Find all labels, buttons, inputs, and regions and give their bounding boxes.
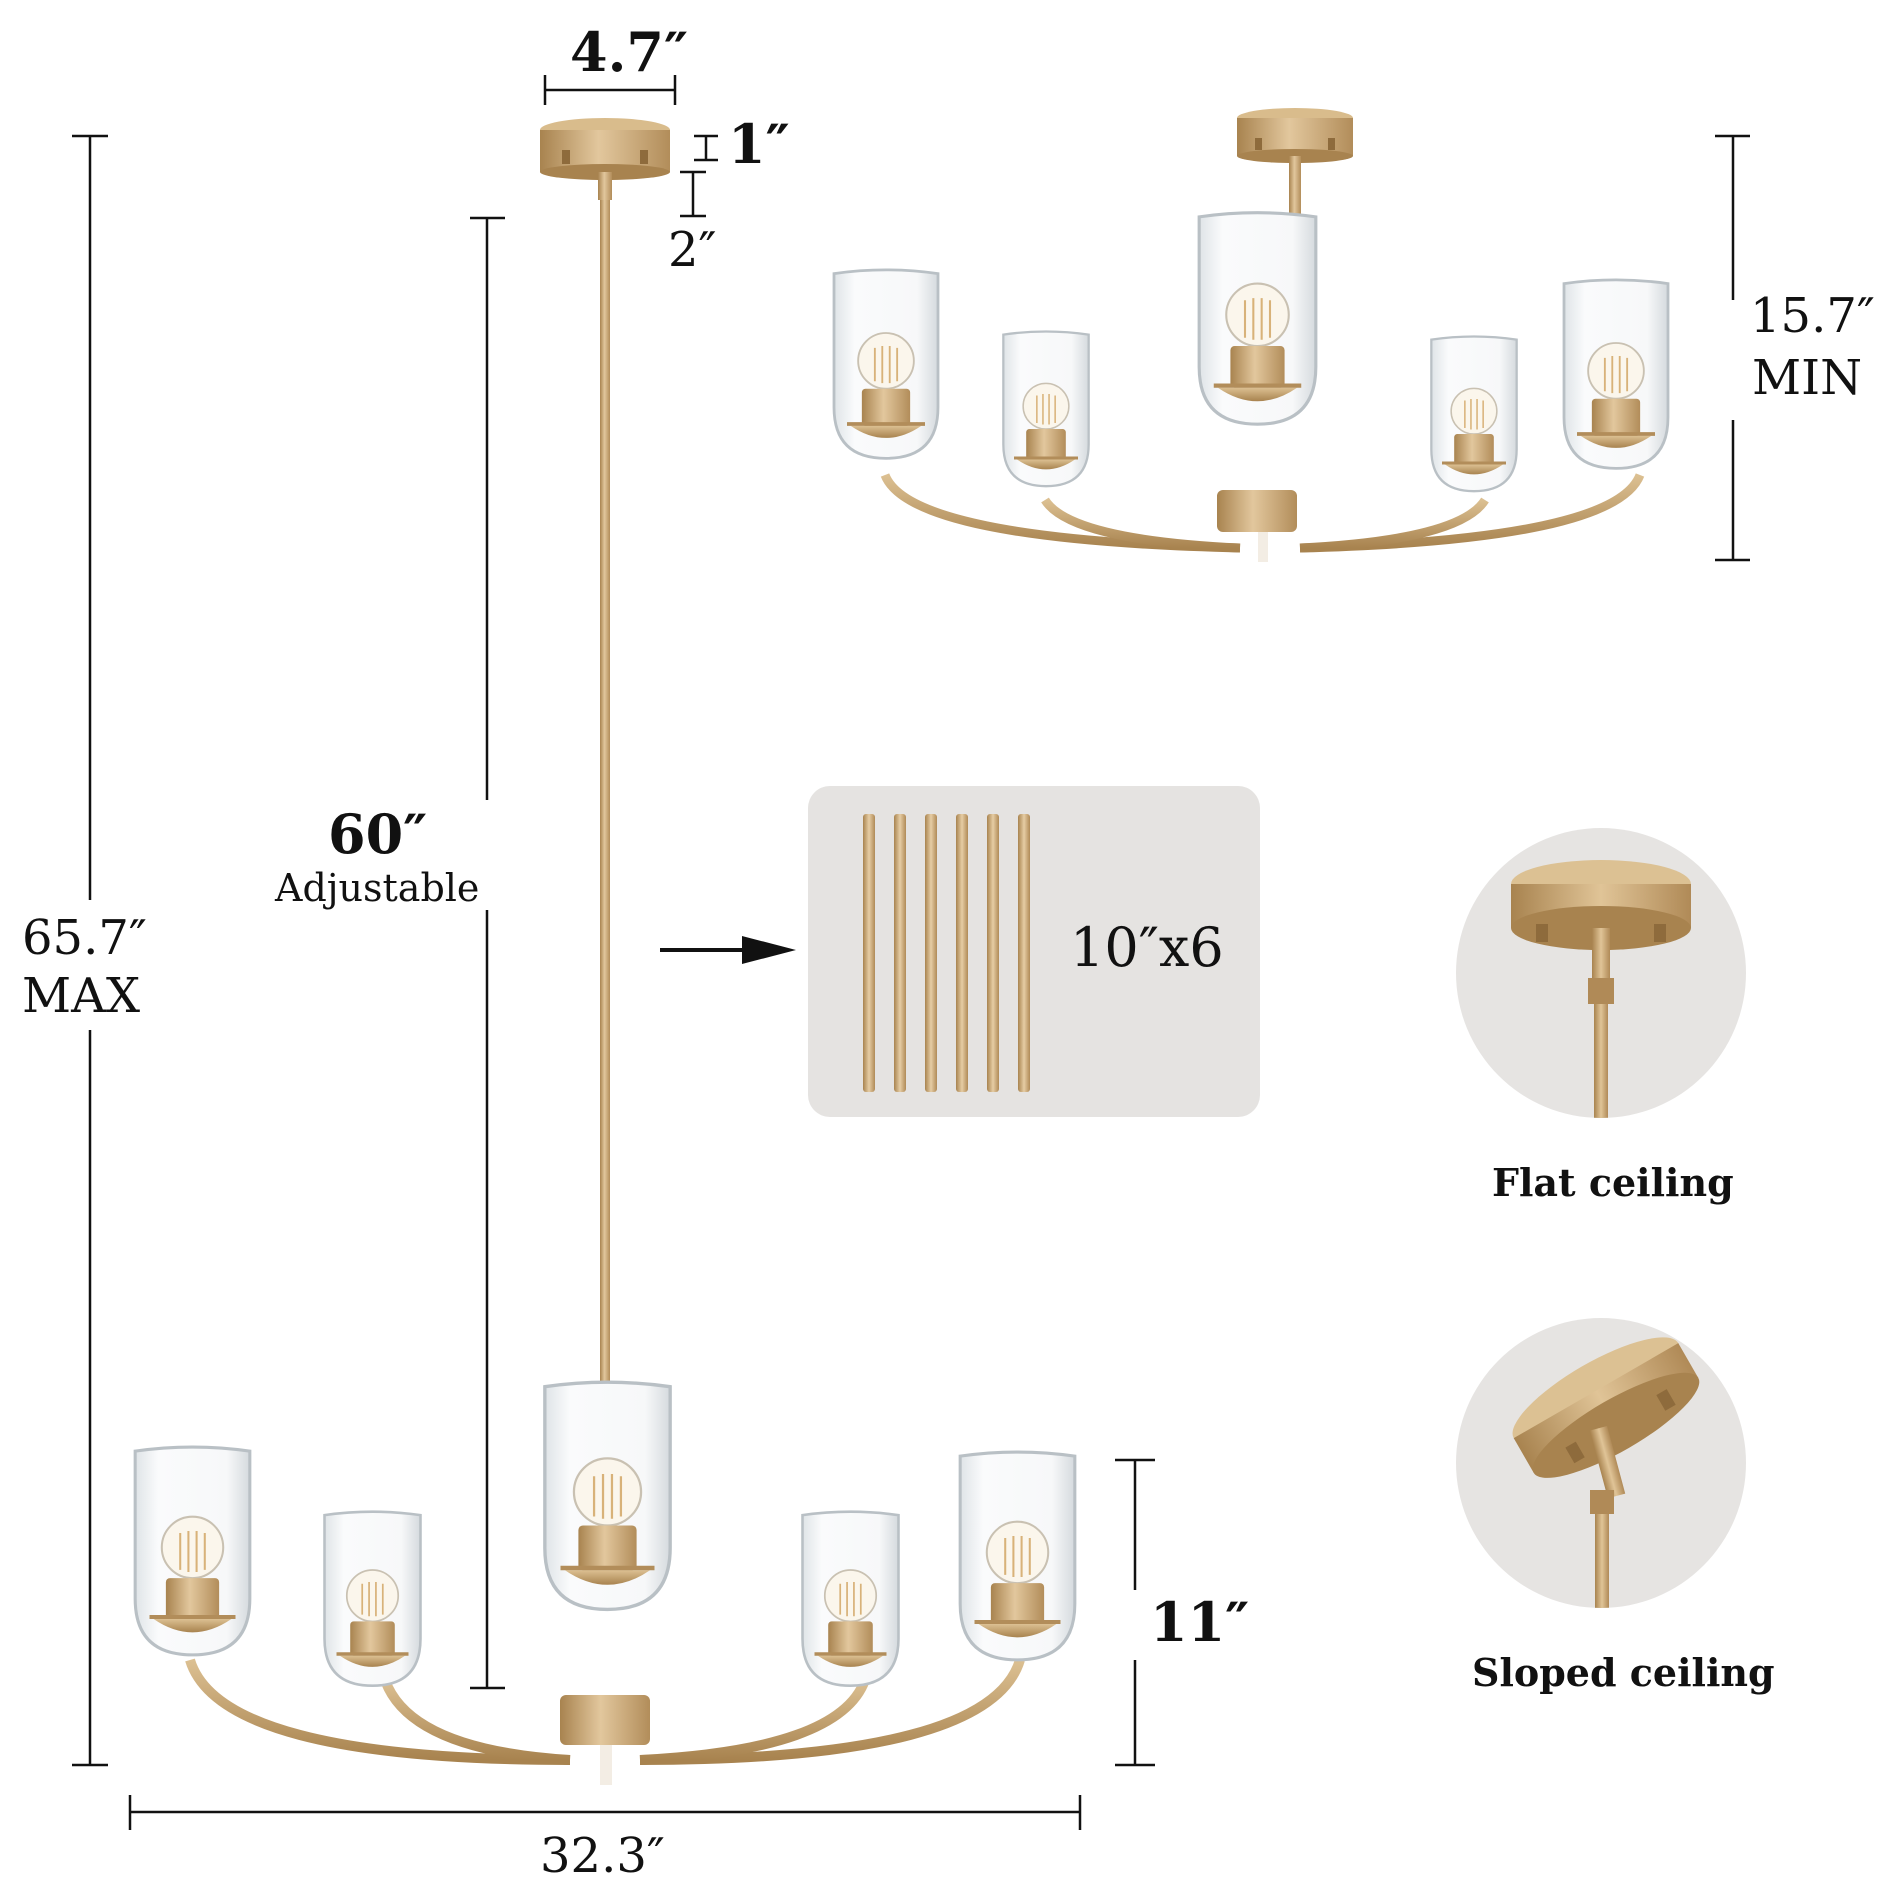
extension-rods-icon (863, 814, 1030, 1092)
canopy-height-label: 1″ (728, 112, 790, 176)
overall-width-label: 32.3″ (540, 1828, 665, 1884)
extension-rod (987, 814, 999, 1092)
rod-length-label: 60″ (328, 802, 428, 866)
min-height-label: 15.7″ (1750, 288, 1875, 344)
min-tag-label: MIN (1752, 350, 1863, 406)
flat-mount-icon (1511, 860, 1691, 1118)
flat-ceiling-label: Flat ceiling (1492, 1160, 1734, 1205)
stem-top-label: 2″ (668, 222, 717, 278)
extension-rod (925, 814, 937, 1092)
extension-rod (894, 814, 906, 1092)
shade-height-label: 11″ (1150, 1590, 1250, 1654)
sloped-mount-icon (1512, 1337, 1700, 1608)
extension-rod (1018, 814, 1030, 1092)
sloped-ceiling-illustration (1456, 1318, 1746, 1608)
extension-rods-panel: 10″x6 (808, 786, 1260, 1117)
max-tag-label: MAX (22, 968, 140, 1024)
canopy-width-label: 4.7″ (570, 20, 689, 84)
sloped-ceiling-label: Sloped ceiling (1472, 1650, 1775, 1695)
extension-rod (956, 814, 968, 1092)
max-height-label: 65.7″ (22, 910, 147, 966)
rod-note-label: Adjustable (275, 866, 480, 910)
rods-label: 10″x6 (1070, 916, 1224, 979)
flat-ceiling-illustration (1456, 828, 1746, 1118)
extension-rod (863, 814, 875, 1092)
